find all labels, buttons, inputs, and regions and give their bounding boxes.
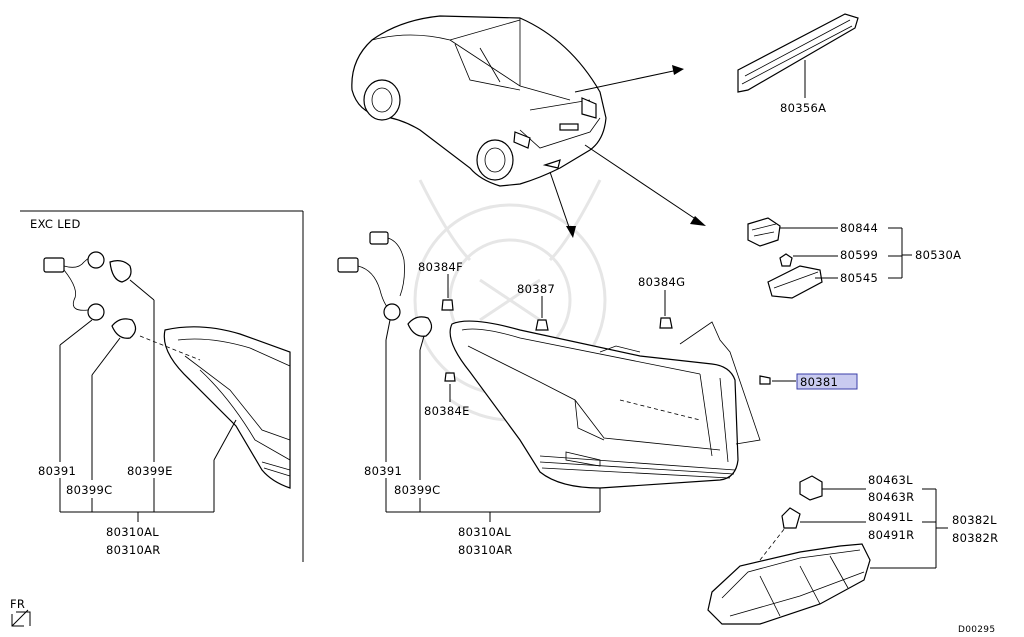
label-center-80391: 80391 xyxy=(364,464,402,478)
pointer-arrows xyxy=(549,65,706,238)
label-80382R: 80382R xyxy=(952,531,998,545)
label-left-80399E: 80399E xyxy=(127,464,173,478)
high-mount-stop-lamp-80356A xyxy=(737,13,859,98)
label-left-80310AL: 80310AL xyxy=(106,525,159,539)
left-tail-lamp-partial xyxy=(139,326,291,489)
label-80387: 80387 xyxy=(517,282,555,296)
label-left-80399C: 80399C xyxy=(66,483,112,497)
label-80382L: 80382L xyxy=(952,513,997,527)
label-80384F: 80384F xyxy=(418,260,463,274)
car-illustration xyxy=(351,15,607,187)
exc-led-panel xyxy=(20,210,304,562)
label-left-80310AR: 80310AR xyxy=(106,543,161,557)
label-80491L: 80491L xyxy=(868,510,913,524)
main-tail-lamp xyxy=(449,320,761,489)
label-80463R: 80463R xyxy=(868,490,914,504)
label-80384G: 80384G xyxy=(638,275,685,289)
center-leaders xyxy=(385,319,601,522)
label-center-80310AR: 80310AR xyxy=(458,543,513,557)
drawing-id: D00295 xyxy=(958,625,995,635)
label-left-80391: 80391 xyxy=(38,464,76,478)
label-80491R: 80491R xyxy=(868,528,914,542)
direction-arrow-icon xyxy=(11,609,31,627)
label-80356A: 80356A xyxy=(780,101,826,115)
label-80463L: 80463L xyxy=(868,473,913,487)
exc-led-label: EXC LED xyxy=(30,217,81,231)
label-80384E: 80384E xyxy=(424,404,470,418)
reflector-lamp-assembly xyxy=(707,475,948,625)
label-center-80399C: 80399C xyxy=(394,483,440,497)
left-harness xyxy=(43,251,137,339)
center-harness xyxy=(337,231,433,337)
label-center-80310AL: 80310AL xyxy=(458,525,511,539)
label-80381[interactable]: 80381 xyxy=(800,375,838,389)
fasteners xyxy=(441,274,796,402)
label-80545: 80545 xyxy=(840,271,878,285)
label-80599: 80599 xyxy=(840,248,878,262)
left-leaders xyxy=(59,279,237,522)
direction-label: FR xyxy=(10,597,25,611)
highlight-80381[interactable] xyxy=(796,373,858,390)
license-lamp-assembly xyxy=(747,217,912,299)
label-80844: 80844 xyxy=(840,221,878,235)
label-80530A: 80530A xyxy=(915,248,961,262)
